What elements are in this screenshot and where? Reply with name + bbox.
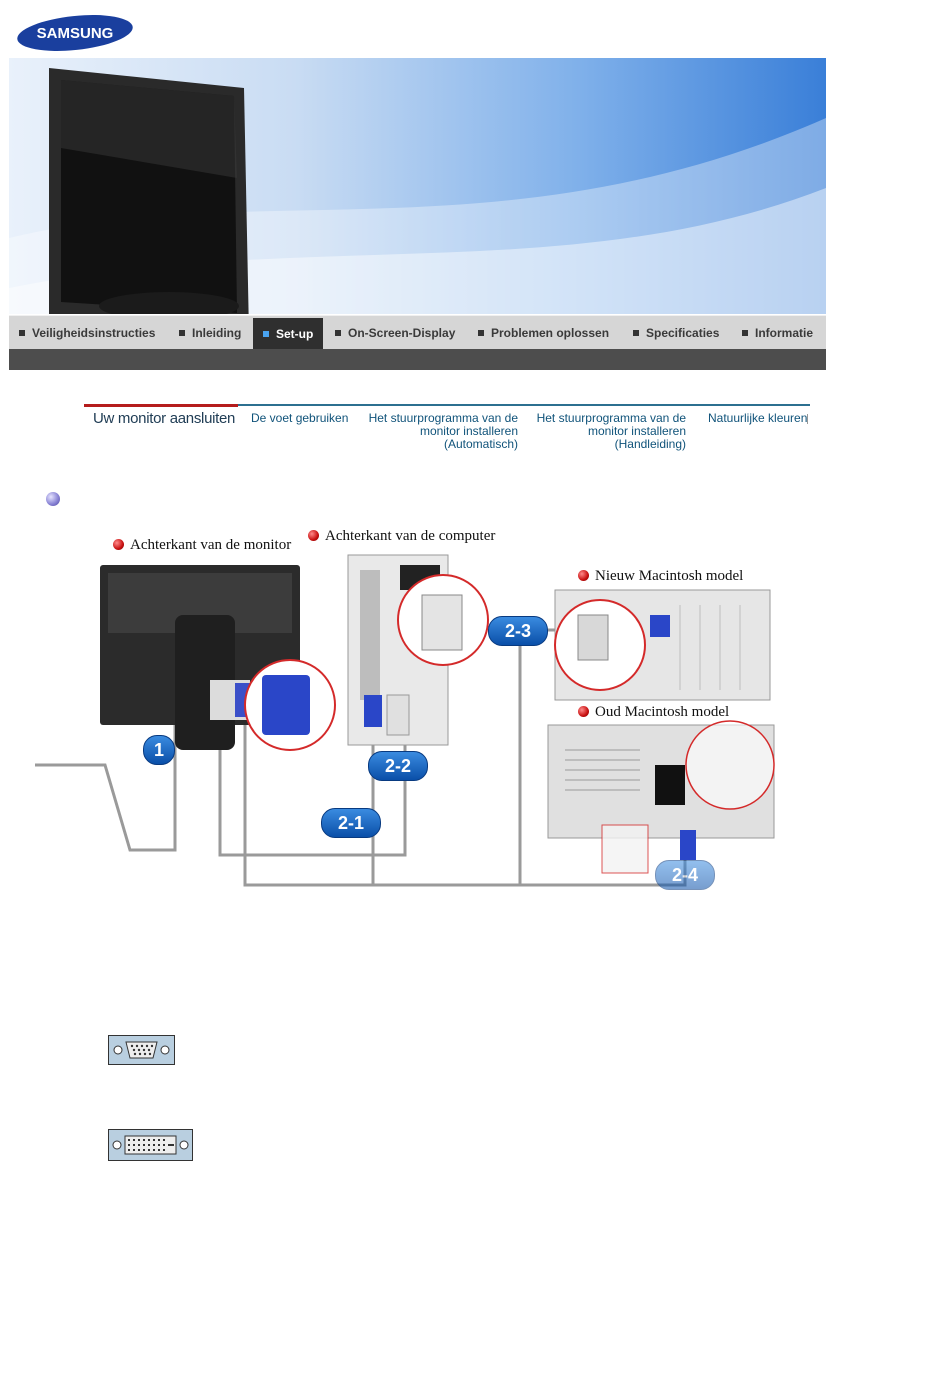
callout-1: 1 (143, 735, 175, 765)
subtab-driver-automatisch[interactable]: Het stuurprogramma van de monitor instal… (360, 412, 518, 451)
nav-strip (9, 349, 826, 370)
subtab-line: Het stuurprogramma van de (368, 411, 518, 425)
dvi-connector-icon (108, 1129, 193, 1161)
nav-item-inleiding[interactable]: Inleiding (179, 316, 241, 350)
callout-2-3: 2-3 (488, 616, 548, 646)
square-bullet-icon (633, 329, 639, 336)
label-new-mac: Nieuw Macintosh model (578, 568, 743, 585)
subtab-line: (Automatisch) (443, 437, 518, 451)
zoom-circle-old-mac (685, 720, 775, 810)
subtab-line: Het stuurprogramma van de (536, 411, 686, 425)
nav-item-problemen-oplossen[interactable]: Problemen oplossen (478, 316, 609, 350)
nav-item-veiligheidsinstructies[interactable]: Veiligheidsinstructies (19, 316, 155, 350)
label-computer-back: Achterkant van de computer (308, 528, 495, 545)
label-monitor-back: Achterkant van de monitor (113, 537, 291, 554)
nav-item-specificaties[interactable]: Specificaties (633, 316, 719, 350)
subtab-line: monitor installeren (419, 424, 518, 438)
nav-item-informatie[interactable]: Informatie (742, 316, 813, 350)
power-cable (35, 695, 177, 852)
red-dot-icon (578, 706, 589, 718)
square-bullet-icon (263, 330, 269, 337)
hero-banner (9, 58, 826, 314)
subtab-rule (84, 404, 810, 406)
square-bullet-icon (742, 329, 748, 336)
nav-item-on-screen-display[interactable]: On-Screen-Display (335, 316, 455, 350)
bullet-icon (46, 492, 60, 506)
subtab-driver-handleiding[interactable]: Het stuurprogramma van de monitor instal… (528, 412, 686, 451)
red-dot-icon (308, 530, 319, 542)
monitor-illustration (9, 68, 826, 314)
diagram-artwork (35, 554, 775, 887)
square-bullet-icon (335, 329, 341, 336)
nav-item-set-up[interactable]: Set-up (253, 318, 324, 350)
callout-2-2: 2-2 (368, 751, 428, 781)
subtab-natuurlijke-kleuren[interactable]: Natuurlijke kleuren (708, 411, 808, 425)
connection-diagram: Achterkant van de monitor Achterkant van… (30, 525, 790, 895)
cable-2-1 (218, 700, 407, 857)
samsung-logo: SAMSUNG (17, 15, 133, 51)
subtab-de-voet-gebruiken[interactable]: De voet gebruiken (251, 411, 349, 425)
square-bullet-icon (179, 329, 185, 336)
callout-2-1: 2-1 (321, 808, 381, 838)
subtab-uw-monitor-aansluiten[interactable]: Uw monitor aansluiten (93, 410, 236, 427)
callout-2-4: 2-4 (655, 860, 715, 890)
subtab-line: monitor installeren (587, 424, 686, 438)
square-bullet-icon (478, 329, 484, 336)
main-nav: Veiligheidsinstructies Inleiding Set-up … (9, 315, 826, 350)
label-old-mac: Oud Macintosh model (578, 704, 729, 721)
subtab-separator (807, 414, 808, 424)
dsub-connector-icon (108, 1035, 175, 1065)
red-dot-icon (113, 539, 124, 551)
subtab-line: (Handleiding) (614, 437, 686, 451)
subtab-active-indicator (84, 404, 238, 407)
square-bullet-icon (19, 329, 25, 336)
logo-text: SAMSUNG (37, 25, 114, 42)
red-dot-icon (578, 570, 589, 582)
